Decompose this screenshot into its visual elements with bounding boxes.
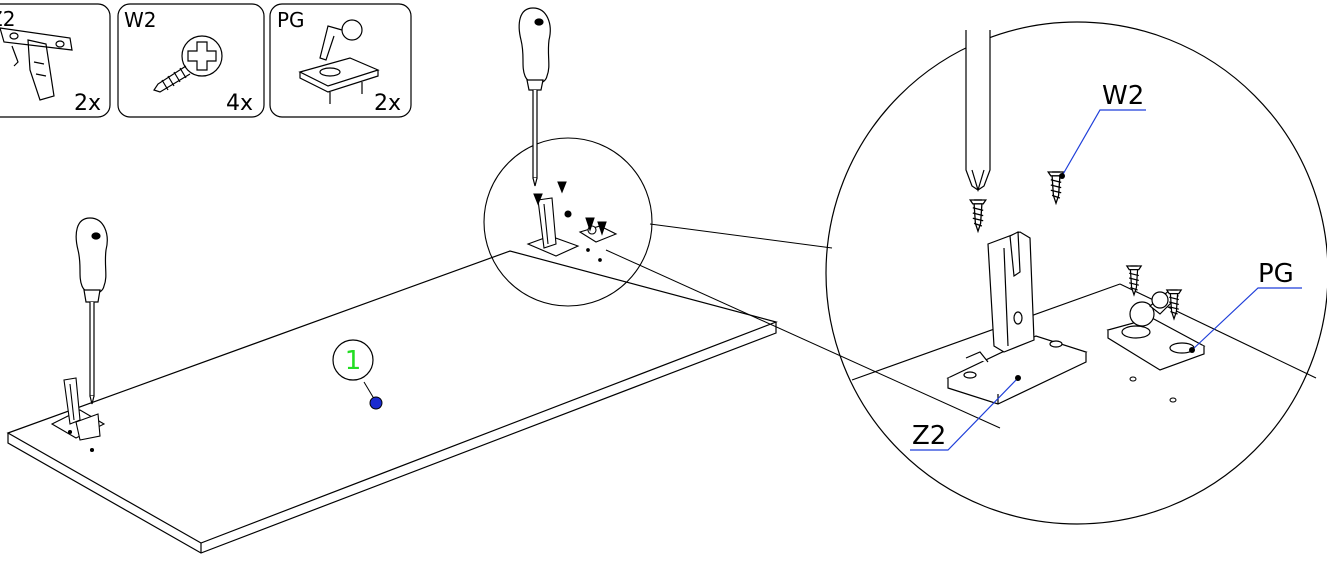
detail-holes xyxy=(1129,376,1177,403)
step-circle xyxy=(332,339,374,381)
left-hardware xyxy=(50,377,106,453)
ball-catch-icon xyxy=(298,19,380,104)
part-code-z2: Z2 xyxy=(0,7,15,31)
top-hardware xyxy=(526,181,618,262)
part-box-z2: Z2 2x xyxy=(0,3,111,118)
part-box-w2: W2 4x xyxy=(117,3,265,118)
zoom-connectors xyxy=(605,223,1001,429)
part-code-w2: W2 xyxy=(124,8,157,32)
detail-ball-catch-pg xyxy=(1106,289,1206,371)
detail-circle-small xyxy=(483,137,653,307)
screw-icon xyxy=(153,35,223,93)
detail-screwdriver-tip xyxy=(965,30,991,193)
step-number: 1 xyxy=(345,346,362,376)
callout-label-w2: W2 xyxy=(1102,81,1144,111)
top-screwdriver xyxy=(518,7,551,187)
left-screwdriver xyxy=(75,217,108,405)
step-dot xyxy=(369,396,383,410)
part-qty-w2: 4x xyxy=(226,91,253,116)
part-qty-z2: 2x xyxy=(74,91,101,116)
callout-leaders xyxy=(910,109,1302,451)
callout-dots xyxy=(1015,173,1195,381)
callout-label-pg: PG xyxy=(1258,259,1294,289)
callout-label-z2: Z2 xyxy=(912,421,946,451)
panel-board xyxy=(6,250,778,554)
parts-panel: Z2 2x W2 4x PG xyxy=(0,3,412,118)
bracket-icon xyxy=(0,27,73,101)
part-code-pg: PG xyxy=(277,8,305,32)
part-box-pg: PG 2x xyxy=(269,3,412,118)
detail-circle-large xyxy=(825,21,1327,525)
part-qty-pg: 2x xyxy=(374,91,401,116)
step-marker: 1 xyxy=(332,339,383,410)
